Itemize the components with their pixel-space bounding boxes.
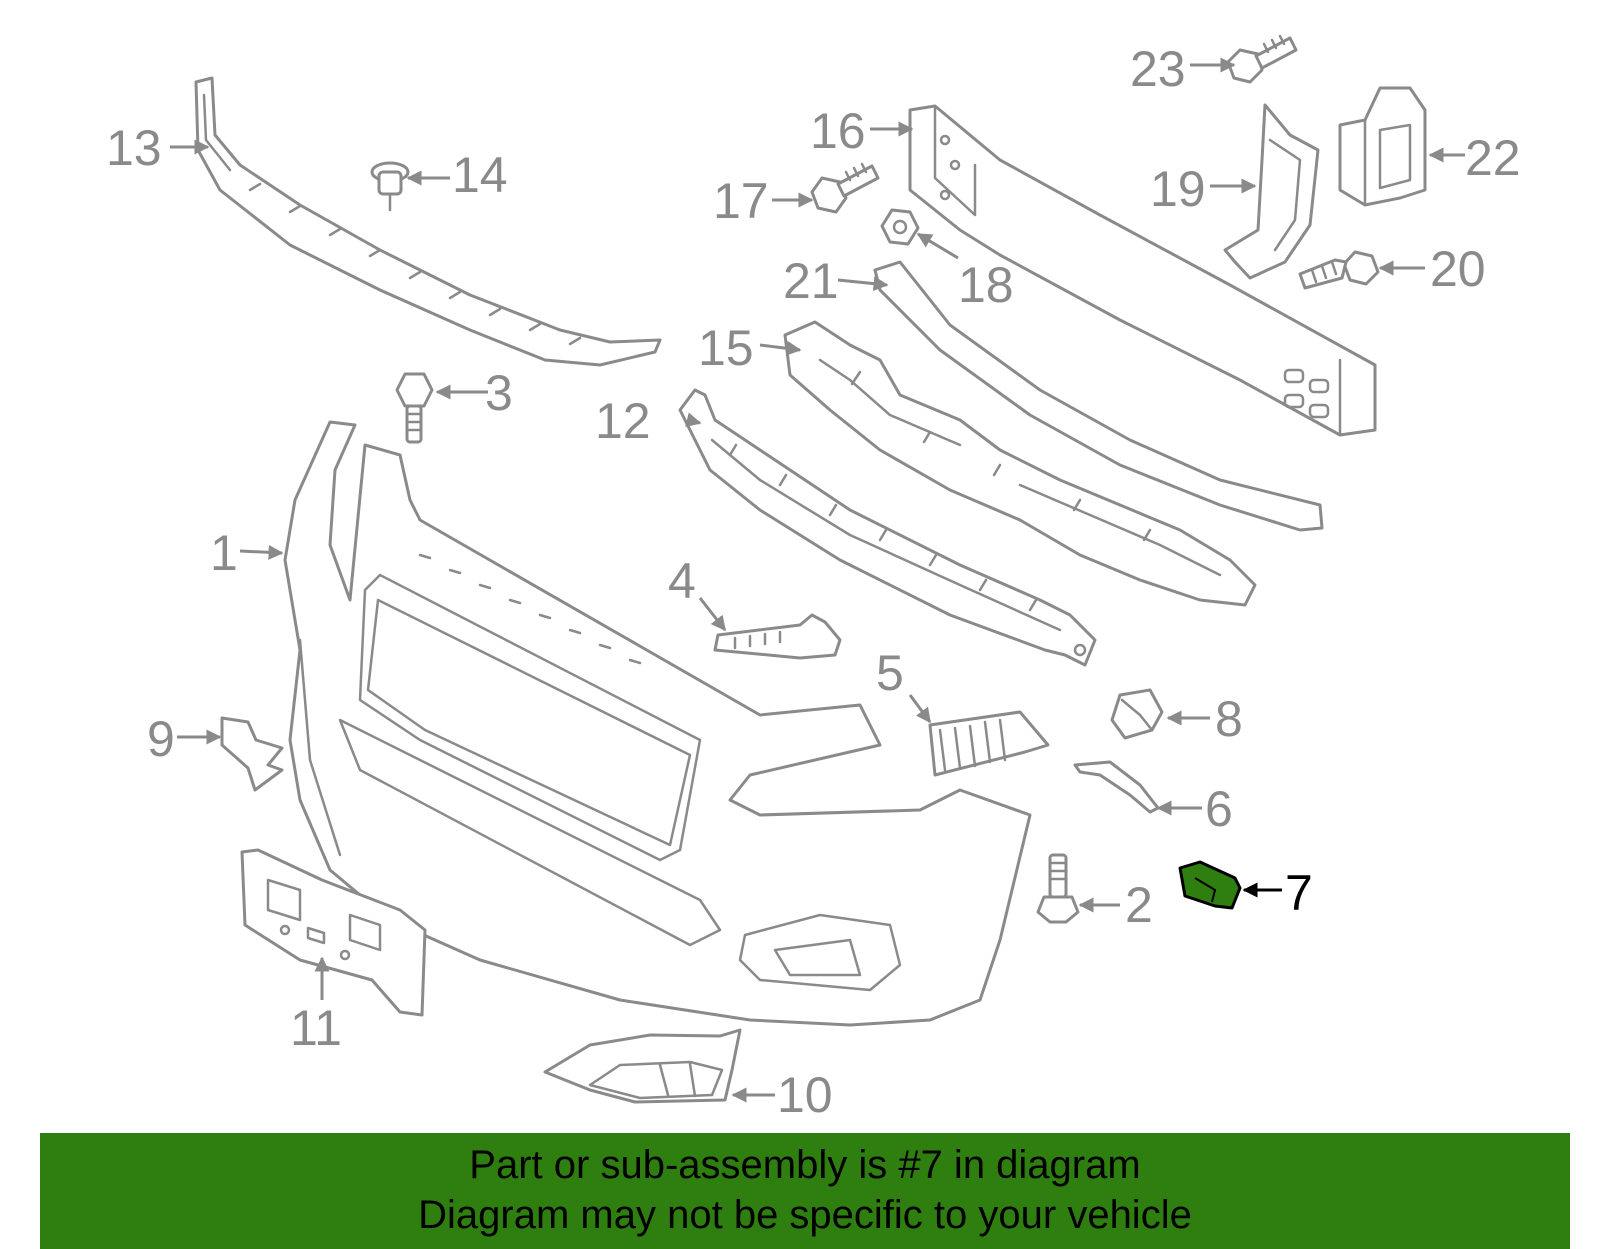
callout-labels: 1 2 3 4 5 6 7 8 9 10 11 12 13 14 15 16 1… [106,41,1521,1123]
callout-18: 18 [958,257,1014,313]
callout-20: 20 [1430,241,1486,297]
callout-8: 8 [1215,691,1243,747]
part-12-reinforcement [678,388,1097,667]
leader-lines [170,57,1465,1103]
part-11-plate-bracket [240,848,427,1017]
part-16-reinforcement-beam [908,104,1377,437]
part-14-clip [370,161,410,212]
callout-1: 1 [210,525,238,581]
callout-9: 9 [147,711,175,767]
part-1-bumper-fascia [283,420,1032,1027]
part-18-nut [880,208,920,246]
callout-22: 22 [1465,130,1521,186]
callout-12: 12 [595,393,651,449]
callout-6: 6 [1205,781,1233,837]
part-13-upper-trim [194,76,662,367]
part-7-highlighted [1178,860,1242,910]
callout-4: 4 [668,553,696,609]
callout-5: 5 [876,645,904,701]
part-23-bolt [1226,34,1298,84]
callout-11: 11 [290,1000,342,1056]
part-22-bracket [1338,86,1427,207]
banner-line-2: Diagram may not be specific to your vehi… [418,1193,1192,1237]
callout-14: 14 [452,147,508,203]
part-2-bolt [1036,853,1080,924]
part-19-bracket [1223,103,1320,280]
callout-17: 17 [713,173,769,229]
part-6-strip [1073,760,1160,814]
callout-3: 3 [485,365,513,421]
part-10-fog-finisher [543,1028,742,1104]
part-3-bolt [395,372,434,444]
callout-15: 15 [698,320,754,376]
info-banner: Part or sub-assembly is #7 in diagram Di… [40,1133,1570,1249]
banner-line-1: Part or sub-assembly is #7 in diagram [469,1143,1141,1187]
part-9-bracket [220,716,284,792]
part-21-strip [873,260,1324,532]
part-20-bolt [1298,250,1380,290]
part-15-absorber [783,320,1257,607]
callout-16: 16 [810,103,866,159]
callout-2: 2 [1125,877,1153,933]
part-4-bracket [713,613,842,660]
callout-19: 19 [1150,161,1206,217]
part-17-bolt [810,162,880,214]
callout-7: 7 [1285,865,1313,921]
callout-21: 21 [783,253,839,309]
callout-10: 10 [777,1067,833,1123]
part-8-clip [1110,688,1164,740]
callout-23: 23 [1130,41,1186,97]
callout-13: 13 [106,120,162,176]
part-5-bracket [928,710,1050,777]
